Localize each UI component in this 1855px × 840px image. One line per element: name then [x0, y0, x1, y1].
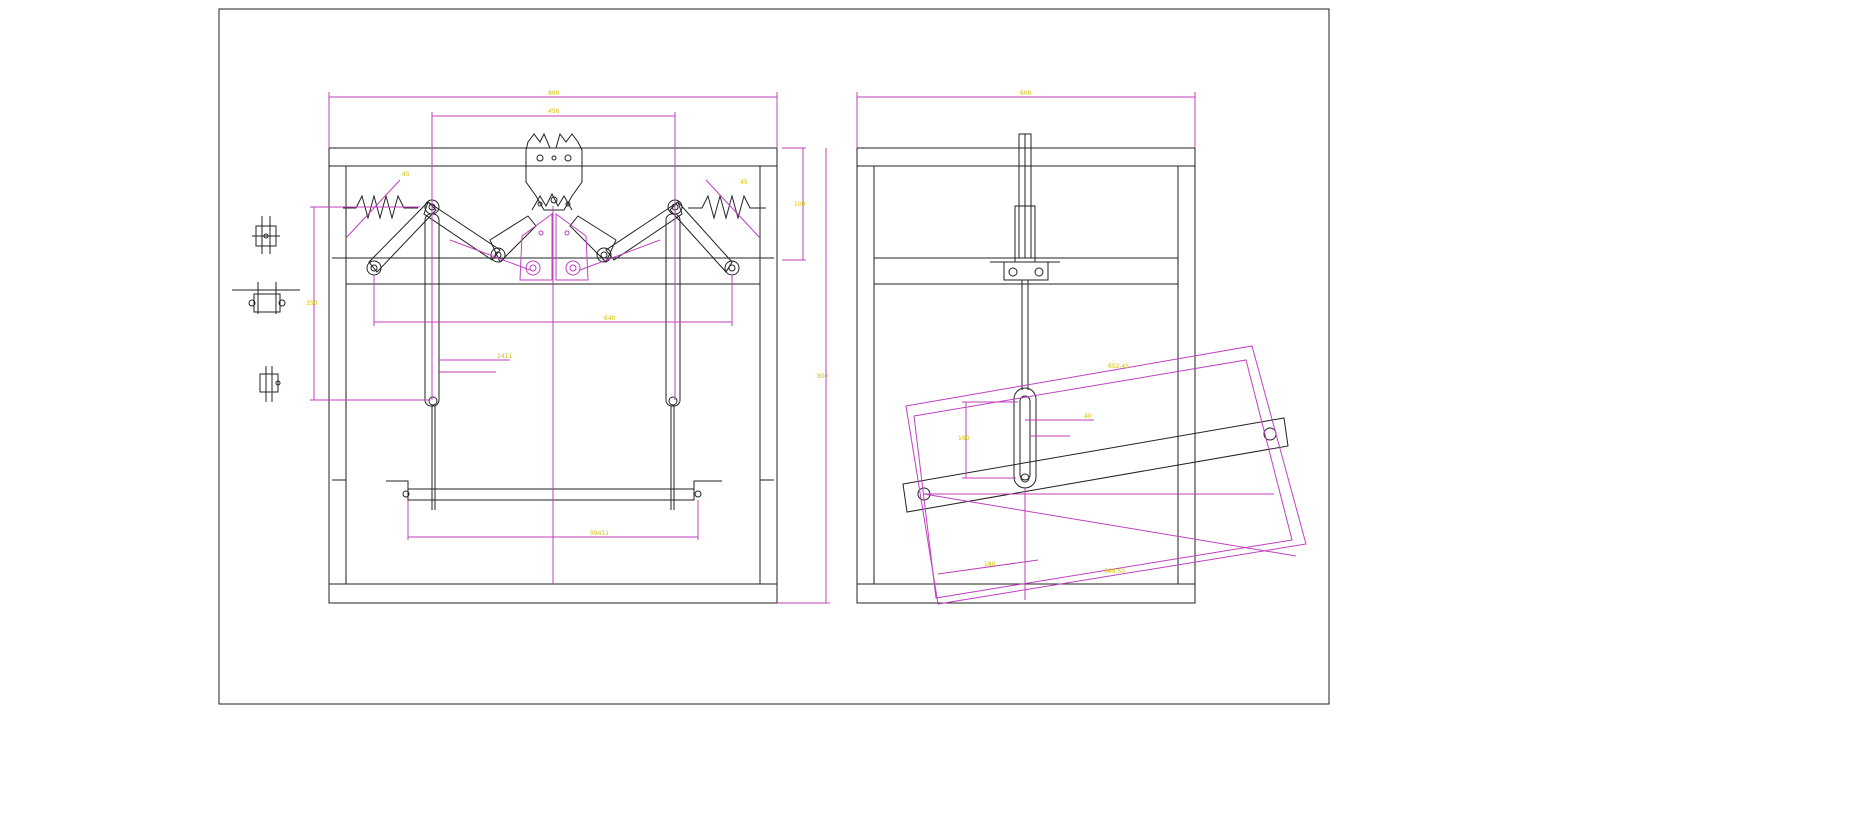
dim-front-left-height: 350	[306, 300, 318, 307]
side-dimensions	[856, 92, 1307, 605]
detail-parts	[232, 216, 300, 402]
dim-front-overall-width: 800	[548, 90, 560, 97]
dim-side-overall-width: 600	[1020, 90, 1032, 97]
right-linkage	[569, 199, 740, 510]
dim-side-bottom-label: 180	[984, 561, 996, 568]
dim-front-bottom-bar: 59411	[590, 530, 609, 537]
front-view: 800 450 45 45 100 800 350 640 2411 59411	[306, 90, 830, 604]
dim-front-total-height: 800	[817, 373, 829, 380]
dim-front-link-span: 640	[604, 315, 616, 322]
dim-front-inner-span: 450	[548, 108, 560, 115]
dim-front-angle-right: 45	[740, 179, 748, 186]
center-jaw-mechanism	[519, 132, 589, 281]
right-spring	[688, 194, 766, 220]
front-bottom-bar	[386, 480, 722, 501]
left-spring	[343, 194, 418, 220]
side-view: 600 652.45 40 160 180 649.50	[856, 90, 1307, 605]
dim-side-top-diagonal: 652.45	[1108, 363, 1129, 370]
dim-front-angle-left: 45	[402, 171, 410, 178]
dim-side-slot-height: 160	[958, 435, 970, 442]
detail-part-top	[252, 216, 280, 254]
dim-front-rod-label: 2411	[497, 353, 512, 360]
side-frame-outer	[856, 147, 1196, 604]
sheet-border	[218, 8, 1330, 705]
front-dimensions	[310, 92, 830, 604]
dim-side-slot-label: 40	[1084, 413, 1092, 420]
detail-part-middle	[232, 282, 300, 314]
side-rod-assembly	[990, 133, 1060, 489]
dim-front-top-height: 100	[794, 201, 806, 208]
detail-part-bottom	[259, 366, 281, 402]
side-tilted-bar	[902, 417, 1289, 513]
dim-side-bottom-diagonal: 649.50	[1104, 568, 1125, 575]
